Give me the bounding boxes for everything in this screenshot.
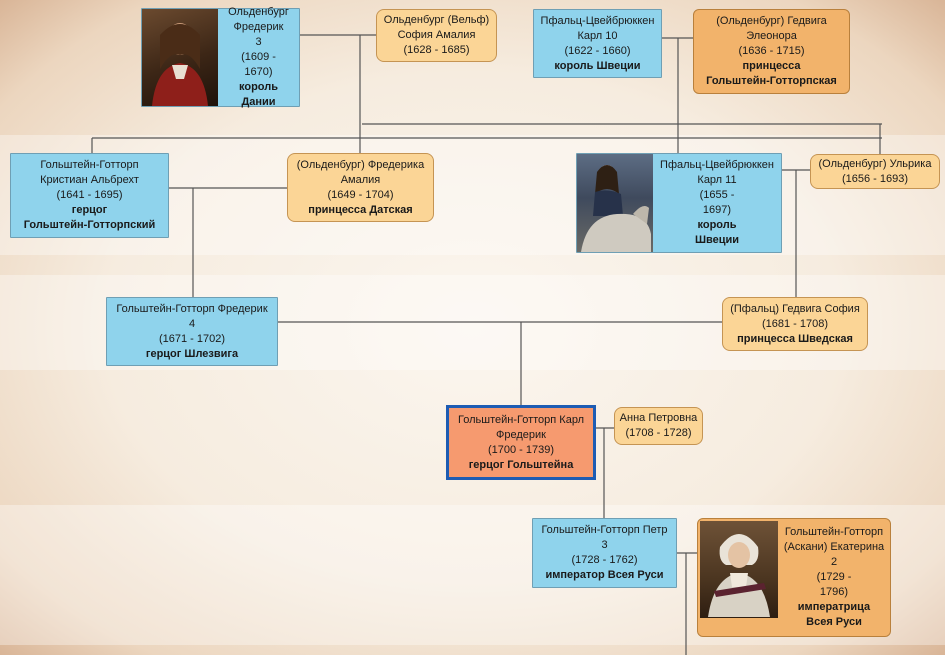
person-card-karl11[interactable]: Пфальц-Цвейбрюккен Карл 11 (1655 - 1697)…: [576, 153, 782, 253]
person-name: (Ольденбург) Ульрика: [818, 157, 932, 170]
person-name-line1: Ольденбург Фредерик: [228, 6, 289, 33]
person-years: (1628 - 1685): [403, 44, 470, 56]
person-title: принцесса Датская: [308, 203, 413, 216]
person-title-line2: Гольштейн-Готторпский: [23, 219, 156, 231]
person-card-anna-petrovna[interactable]: Анна Петровна (1708 - 1728): [614, 407, 703, 445]
person-years-start: (1609 -: [241, 51, 276, 63]
portrait-icon: [708, 534, 770, 617]
person-years-start: (1729 -: [816, 571, 852, 583]
person-years: (1636 - 1715): [738, 45, 805, 57]
person-card-christian-albrecht[interactable]: Гольштейн-Готторп Кристиан Альбрехт (164…: [10, 153, 169, 238]
person-card-hedvig-sofia[interactable]: (Пфальц) Гедвига София (1681 - 1708) при…: [722, 297, 868, 351]
person-name-line2: София Амалия: [397, 29, 476, 41]
person-name-line1: (Ольденбург) Фредерика: [296, 158, 425, 171]
person-card-hedvig-eleonora[interactable]: (Ольденбург) Гедвига Элеонора (1636 - 17…: [693, 9, 850, 94]
person-years: (1622 - 1660): [564, 44, 631, 57]
person-name-line2: Фредерик: [496, 428, 546, 441]
person-title: император Всея Руси: [545, 569, 664, 581]
person-name-line1: Гольштейн-Готторп: [40, 159, 139, 171]
portrait-icon: [581, 165, 651, 252]
person-name-line2: Карл 10: [577, 29, 618, 42]
person-card-ulrika[interactable]: (Ольденбург) Ульрика (1656 - 1693): [810, 154, 940, 189]
person-card-frederik4[interactable]: Гольштейн-Готторп Фредерик 4 (1671 - 170…: [106, 297, 278, 366]
portrait-icon: [152, 23, 208, 106]
person-years: (1671 - 1702): [158, 332, 226, 345]
person-years: (1656 - 1693): [841, 172, 909, 185]
person-years-end: 1796): [819, 586, 849, 598]
person-title-line1: принцесса: [742, 60, 801, 72]
person-card-karl-frederik-selected[interactable]: Гольштейн-Готторп Карл Фредерик (1700 - …: [446, 405, 596, 480]
person-title: король Швеции: [554, 59, 641, 72]
person-title-line1: императрица: [797, 601, 871, 613]
person-name-line2: Карл 11: [697, 174, 737, 186]
person-name-line2: Элеонора: [746, 30, 797, 42]
person-name-line3: 2: [830, 556, 838, 568]
person-card-peter3[interactable]: Гольштейн-Готторп Петр 3 (1728 - 1762) и…: [532, 518, 677, 588]
person-title: герцог Гольштейна: [468, 458, 574, 471]
person-title: принцесса Шведская: [737, 332, 853, 345]
person-title: герцог Шлезвига: [145, 347, 239, 360]
person-years-end: 1670): [244, 66, 273, 78]
person-card-karl10[interactable]: Пфальц-Цвейбрюккен Карл 10 (1622 - 1660)…: [533, 9, 662, 78]
person-name-line1: Гольштейн-Готторп Карл: [458, 413, 584, 426]
person-years: (1708 - 1728): [625, 427, 692, 439]
person-years-end: 1697): [702, 204, 732, 216]
person-card-frederik3[interactable]: Ольденбург Фредерик 3 (1609 - 1670) коро…: [141, 6, 300, 108]
person-title-line2: Швеции: [694, 234, 740, 246]
person-years: (1728 - 1762): [571, 554, 638, 566]
person-card-frederika-amalia[interactable]: (Ольденбург) Фредерика Амалия (1649 - 17…: [287, 153, 434, 222]
person-name-line2: Кристиан Альбрехт: [40, 174, 139, 186]
person-name-line1: Пфальц-Цвейбрюккен: [540, 14, 655, 27]
person-name-line2: (Аскани) Екатерина: [783, 541, 885, 553]
person-name: (Пфальц) Гедвига София: [730, 302, 860, 315]
person-title-line2: Гольштейн-Готторпская: [706, 75, 837, 87]
person-title-line1: герцог: [71, 204, 108, 216]
person-name-line2: 3: [601, 539, 608, 551]
person-name-line2: 3: [255, 36, 262, 48]
portrait-photo: [577, 154, 653, 252]
person-card-ekaterina2[interactable]: Гольштейн-Готторп (Аскани) Екатерина 2 (…: [697, 518, 891, 637]
person-title-line1: король: [697, 219, 737, 231]
person-name: Анна Петровна: [619, 412, 698, 424]
person-name-line1: Пфальц-Цвейбрюккен: [660, 159, 774, 171]
person-years: (1641 - 1695): [56, 189, 123, 201]
person-name-line1: Гольштейн-Готторп: [784, 526, 884, 538]
person-years: (1649 - 1704): [327, 188, 394, 201]
person-name-line1: Гольштейн-Готторп Петр: [541, 524, 668, 536]
person-title-line1: король: [239, 81, 278, 93]
person-name-line1: (Ольденбург) Гедвига: [716, 15, 827, 27]
person-card-sofia-amalia[interactable]: Ольденбург (Вельф) София Амалия (1628 - …: [376, 9, 497, 62]
person-years-start: (1655 -: [699, 189, 735, 201]
person-title-line2: Всея Руси: [806, 616, 862, 628]
person-title-line2: Дании: [241, 96, 276, 108]
person-years: (1681 - 1708): [761, 317, 829, 330]
portrait-photo: [700, 521, 778, 618]
person-years: (1700 - 1739): [487, 443, 555, 456]
person-name-line2: Амалия: [340, 173, 381, 186]
portrait-photo: [142, 9, 218, 106]
person-name-line1: Ольденбург (Вельф): [383, 14, 490, 26]
person-name-line2: 4: [188, 317, 196, 330]
person-name-line1: Гольштейн-Готторп Фредерик: [116, 302, 268, 315]
